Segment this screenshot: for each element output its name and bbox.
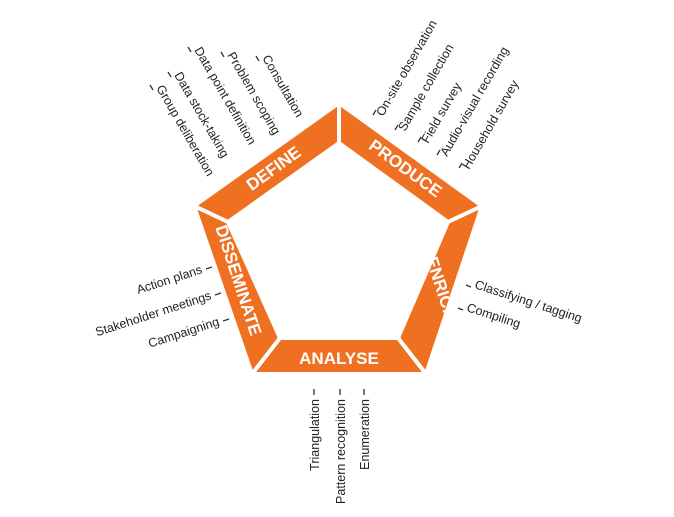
tick-group-deliberation xyxy=(149,84,154,91)
analyse-label: ANALYSE xyxy=(299,349,379,368)
tick-field-survey xyxy=(417,136,422,143)
tick-action-plans xyxy=(205,266,213,270)
tick-audio-visual-recording xyxy=(436,149,441,156)
tick-stakeholder-meetings xyxy=(214,292,222,296)
analyse-activities: Triangulation Pattern recognition Enumer… xyxy=(308,389,372,504)
tick-data-stock-taking xyxy=(167,71,172,78)
tick-consultation xyxy=(255,55,260,62)
tick-problem-scoping xyxy=(220,51,225,58)
disseminate-item-campaigning: Campaigning xyxy=(147,315,221,351)
analyse-item-triangulation: Triangulation xyxy=(308,399,322,471)
enrich-item-compiling: Compiling xyxy=(465,301,522,332)
tick-sample-collection xyxy=(394,124,399,131)
tick-classifying-tagging xyxy=(465,284,472,288)
disseminate-segment xyxy=(190,202,283,379)
analyse-item-enumeration: Enumeration xyxy=(358,399,372,470)
tick-compiling xyxy=(457,307,464,311)
analyse-item-pattern-recognition: Pattern recognition xyxy=(334,399,348,504)
disseminate-item-action-plans: Action plans xyxy=(135,263,204,297)
disseminate-activities: Action plans Stakeholder meetings Campai… xyxy=(94,263,230,351)
tick-campaigning xyxy=(222,318,230,322)
enrich-activities: Classifying / tagging Compiling xyxy=(457,278,584,332)
tick-on-site-observation xyxy=(372,109,377,116)
tick-data-point-definition xyxy=(187,46,192,53)
tick-household-survey xyxy=(458,162,463,169)
